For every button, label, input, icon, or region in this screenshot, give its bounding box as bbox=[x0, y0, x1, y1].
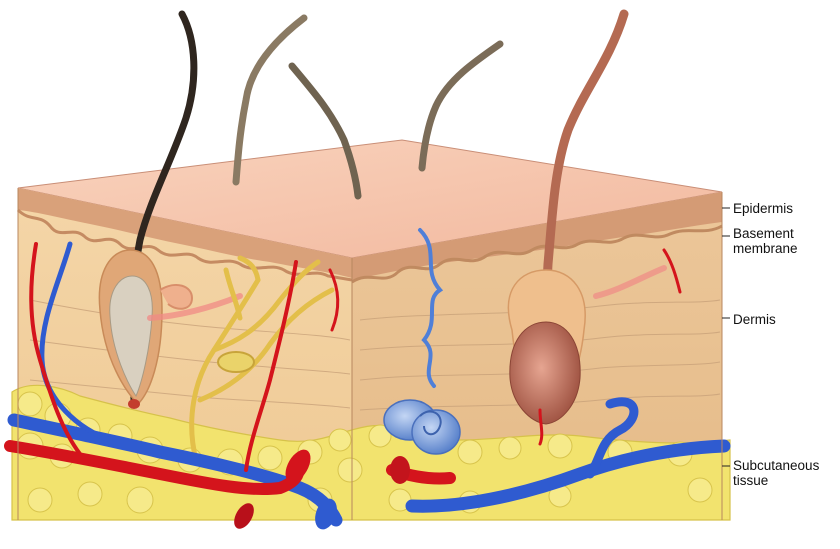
label-subcutaneous-line2: tissue bbox=[733, 473, 838, 488]
label-basement-line1: Basement bbox=[733, 226, 838, 241]
label-dermis-text: Dermis bbox=[733, 312, 776, 327]
label-leaders bbox=[722, 208, 730, 466]
label-basement-membrane: Basement membrane bbox=[733, 226, 838, 256]
nerve-corpuscle bbox=[218, 352, 254, 372]
label-epidermis-text: Epidermis bbox=[733, 201, 793, 216]
dermal-blood-vessel bbox=[390, 456, 410, 484]
label-dermis: Dermis bbox=[733, 312, 776, 327]
label-subcutaneous-line1: Subcutaneous bbox=[733, 458, 838, 473]
label-subcutaneous-tissue: Subcutaneous tissue bbox=[733, 458, 838, 488]
label-epidermis: Epidermis bbox=[733, 201, 793, 216]
right-hair-follicle bbox=[508, 270, 585, 424]
label-basement-line2: membrane bbox=[733, 241, 838, 256]
